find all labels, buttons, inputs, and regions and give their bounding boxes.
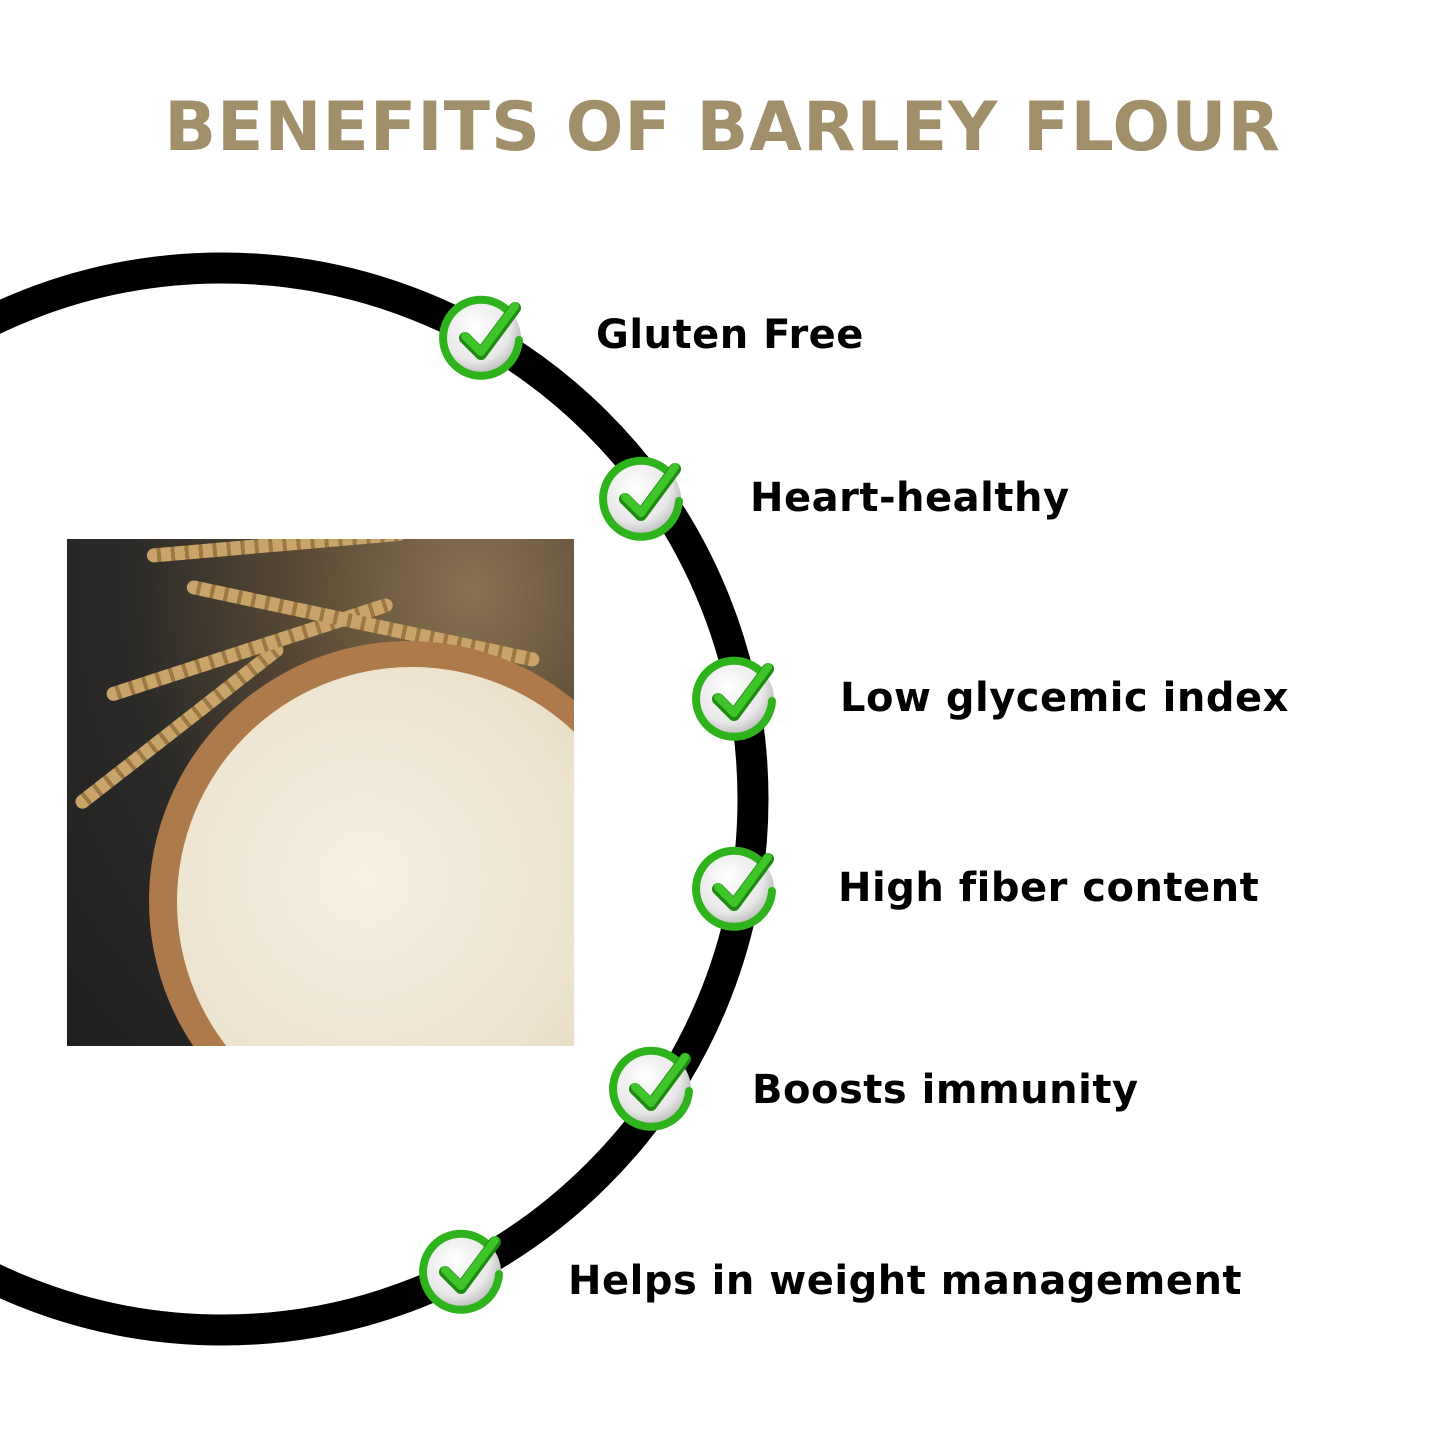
- check-icon: [599, 451, 691, 543]
- benefit-label: High fiber content: [838, 865, 1260, 911]
- check-icon: [439, 290, 531, 382]
- barley-flour-photo: [67, 539, 574, 1046]
- check-icon: [609, 1041, 701, 1133]
- check-icon: [692, 841, 784, 933]
- benefit-label: Heart-healthy: [750, 475, 1070, 521]
- check-icon: [692, 651, 784, 743]
- benefit-label: Helps in weight management: [568, 1258, 1243, 1304]
- page-title: BENEFITS OF BARLEY FLOUR: [164, 88, 1281, 167]
- benefit-label: Gluten Free: [596, 312, 864, 358]
- benefit-label: Boosts immunity: [752, 1067, 1139, 1113]
- benefit-label: Low glycemic index: [840, 675, 1289, 721]
- check-icon: [419, 1224, 511, 1316]
